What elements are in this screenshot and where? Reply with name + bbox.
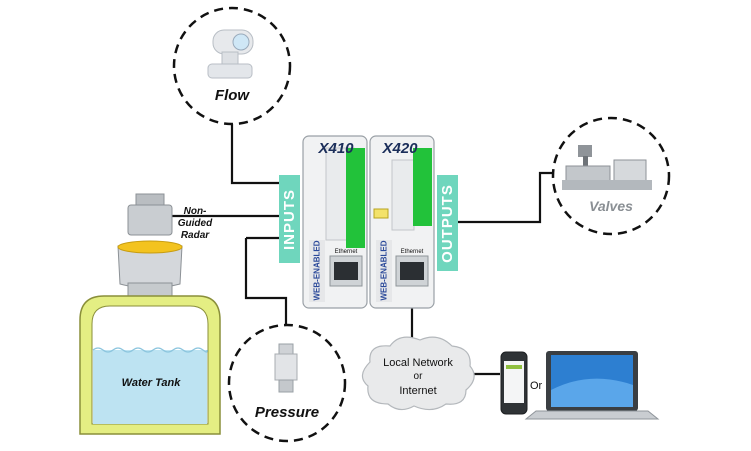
x410-ethernet-label: Ethernet xyxy=(334,249,358,255)
valve-icon xyxy=(562,145,652,190)
x420-terminal-block xyxy=(413,148,432,226)
flow-sensor-group xyxy=(172,6,292,126)
x410-terminal-block xyxy=(346,148,365,248)
flow-meter-icon xyxy=(207,29,254,79)
pressure-connector xyxy=(244,238,288,332)
radar-label-line2: Guided xyxy=(177,218,213,229)
radar-label-line3: Radar xyxy=(180,230,210,241)
inputs-tab: INPUTS xyxy=(279,175,300,263)
x410-side-text-wrap: WEB-ENABLED xyxy=(309,240,325,302)
valves-group xyxy=(551,116,671,236)
x410-side-text: WEB-ENABLED xyxy=(312,240,322,301)
network-label-line3: Internet xyxy=(399,385,437,397)
x420-device xyxy=(369,135,435,309)
pressure-label: Pressure xyxy=(254,404,320,421)
network-label: Local Network or Internet xyxy=(380,356,456,398)
radar-label: Non- Guided Radar xyxy=(170,206,220,242)
water-tank-label: Water Tank xyxy=(121,377,181,389)
pressure-transducer-icon xyxy=(274,343,298,393)
x420-model-label: X420 xyxy=(382,140,418,157)
network-label-line2: or xyxy=(413,371,423,382)
radar-label-line1: Non- xyxy=(183,206,207,217)
outputs-tab: OUTPUTS xyxy=(437,175,458,271)
x410-model-label: X410 xyxy=(318,140,354,157)
x410-device xyxy=(302,135,368,309)
x420-ethernet-label: Ethernet xyxy=(400,249,424,255)
x420-side-text-wrap: WEB-ENABLED xyxy=(376,240,392,302)
valves-label: Valves xyxy=(589,198,633,214)
flow-label: Flow xyxy=(214,87,250,104)
inputs-label: INPUTS xyxy=(281,188,299,250)
outputs-label: OUTPUTS xyxy=(439,183,457,263)
laptop-icon xyxy=(524,351,660,420)
valves-connector xyxy=(452,171,555,224)
smartphone-icon xyxy=(500,351,528,415)
or-label: Or xyxy=(530,380,543,392)
network-cloud xyxy=(361,336,475,411)
pressure-group xyxy=(227,323,347,443)
x420-side-text: WEB-ENABLED xyxy=(379,240,389,301)
water-tank xyxy=(79,295,221,435)
water-fill xyxy=(93,350,207,424)
flow-connector xyxy=(230,124,285,185)
network-label-line1: Local Network xyxy=(383,357,453,369)
